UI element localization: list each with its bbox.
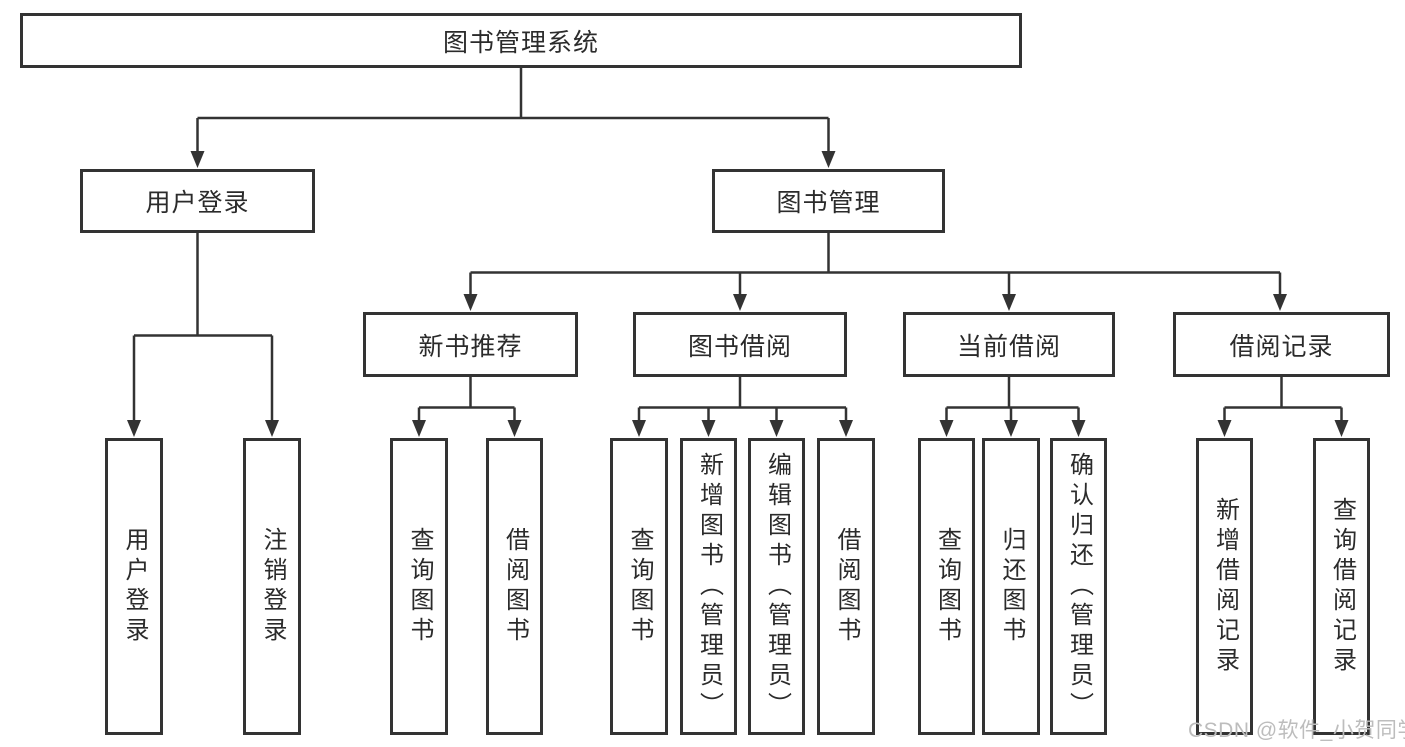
leaf-query-borrow-record: 查询借阅记录 [1313,438,1370,735]
node-label: 新增图书（管理员） [695,451,723,722]
leaf-edit-books-admin: 编辑图书（管理员） [748,438,805,735]
node-current-borrowing: 当前借阅 [903,312,1115,377]
leaf-add-books-admin: 新增图书（管理员） [680,438,737,735]
node-label: 查询图书 [626,526,653,647]
node-label: 用户登录 [145,189,250,217]
node-label: 新书推荐 [418,332,523,361]
leaf-borrow-books: 借阅图书 [817,438,875,735]
node-library-management-system: 图书管理系统 [20,13,1022,68]
node-book-management: 图书管理 [712,169,945,233]
leaf-query-books: 查询图书 [390,438,448,735]
leaf-user-login: 用户登录 [105,438,163,735]
arrowheads [127,151,1349,437]
node-label: 注销登录 [259,526,286,647]
node-label: 查询图书 [406,526,433,647]
node-label: 查询图书 [933,526,961,647]
leaf-borrow-books: 借阅图书 [486,438,543,735]
node-label: 确认归还（管理员） [1065,451,1093,722]
node-label: 新增借阅记录 [1211,496,1239,677]
leaf-return-books: 归还图书 [982,438,1040,735]
node-book-borrowing: 图书借阅 [633,312,847,377]
watermark: CSDN @软件_小贺同学 [1188,719,1405,742]
node-label: 借阅记录 [1229,332,1334,361]
node-label: 当前借阅 [956,332,1061,361]
node-label: 图书管理 [776,189,881,217]
node-borrowing-records: 借阅记录 [1173,312,1390,377]
node-user-login: 用户登录 [80,169,315,233]
leaf-query-books: 查询图书 [918,438,975,735]
node-label: 查询借阅记录 [1328,496,1356,677]
node-label: 图书借阅 [687,332,792,361]
node-label: 图书管理系统 [442,28,599,57]
node-label: 编辑图书（管理员） [763,451,791,722]
node-label: 用户登录 [121,526,148,647]
leaf-query-books: 查询图书 [610,438,668,735]
leaf-confirm-return-admin: 确认归还（管理员） [1050,438,1107,735]
leaf-logout: 注销登录 [243,438,301,735]
node-label: 借阅图书 [833,526,860,647]
node-new-book-recommend: 新书推荐 [363,312,578,377]
leaf-add-borrow-record: 新增借阅记录 [1196,438,1253,735]
node-label: 归还图书 [998,526,1025,647]
node-label: 借阅图书 [501,526,529,647]
